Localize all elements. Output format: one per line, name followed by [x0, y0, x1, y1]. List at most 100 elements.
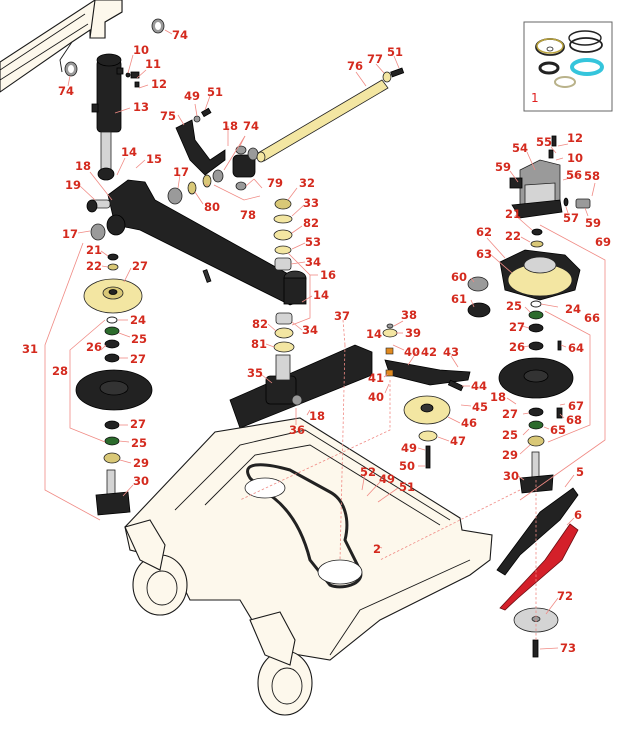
callout-46: 46: [461, 416, 477, 430]
callout-40: 40: [404, 345, 420, 359]
seal-kit-label: 1: [531, 91, 539, 105]
callout-69: 69: [595, 235, 611, 249]
callout-30: 30: [133, 474, 149, 488]
washer-80: [187, 181, 197, 195]
nut-49a: [193, 115, 201, 123]
pivot-block-78: [212, 145, 259, 191]
callout-30: 30: [503, 469, 519, 483]
blade-standard: [496, 487, 579, 576]
left-pulley: [83, 253, 143, 314]
callout-72: 72: [557, 589, 573, 603]
callout-59: 59: [585, 216, 601, 230]
callout-27: 27: [132, 259, 148, 273]
callout-10: 10: [567, 151, 583, 165]
callout-35: 35: [247, 366, 263, 380]
callout-29: 29: [133, 456, 149, 470]
callout-50: 50: [399, 459, 415, 473]
callout-13: 13: [133, 100, 149, 114]
callout-65: 65: [550, 423, 566, 437]
rod-76: [256, 79, 389, 163]
callout-14: 14: [313, 288, 329, 302]
gearbox: [509, 135, 591, 219]
callout-55: 55: [536, 135, 552, 149]
callout-18: 18: [75, 159, 91, 173]
callout-44: 44: [471, 379, 487, 393]
callout-62: 62: [476, 225, 492, 239]
callout-22: 22: [86, 259, 102, 273]
callout-66: 66: [584, 311, 600, 325]
callout-27: 27: [509, 320, 525, 334]
bushing-17b: [167, 187, 183, 205]
bolt-51a: [200, 107, 212, 118]
callout-67: 67: [568, 399, 584, 413]
callout-51: 51: [387, 45, 403, 59]
callout-25: 25: [131, 436, 147, 450]
callout-19: 19: [65, 178, 81, 192]
callout-26: 26: [86, 340, 102, 354]
callout-17: 17: [173, 165, 189, 179]
callout-61: 61: [451, 292, 467, 306]
idler-pulley-assembly: [382, 323, 471, 469]
callout-52: 52: [360, 465, 376, 479]
right-spindle: [498, 300, 574, 494]
callout-26: 26: [509, 340, 525, 354]
callout-25: 25: [131, 332, 147, 346]
callout-15: 15: [146, 152, 162, 166]
callout-73: 73: [560, 641, 576, 655]
callout-10: 10: [133, 43, 149, 57]
callout-38: 38: [401, 308, 417, 322]
callout-25: 25: [502, 428, 518, 442]
callout-11: 11: [145, 57, 161, 71]
callout-12: 12: [567, 131, 583, 145]
callout-64: 64: [568, 341, 584, 355]
callout-60: 60: [451, 270, 467, 284]
mower-deck: [124, 417, 493, 661]
callout-49: 49: [401, 441, 417, 455]
callout-74: 74: [172, 28, 188, 42]
bolt-51b: [390, 67, 405, 78]
callout-51: 51: [399, 480, 415, 494]
callout-41: 41: [368, 371, 384, 385]
callout-81: 81: [251, 337, 267, 351]
caster-wheel-right: [249, 611, 313, 716]
leader-lines: [44, 29, 606, 650]
callout-58: 58: [584, 169, 600, 183]
callout-75: 75: [160, 109, 176, 123]
callout-49: 49: [184, 89, 200, 103]
seal-kit-inset: 1: [523, 21, 613, 112]
callout-24: 24: [565, 302, 581, 316]
frame-weldment: [0, 0, 123, 93]
callout-82: 82: [303, 216, 319, 230]
callout-2: 2: [373, 542, 381, 556]
callout-57: 57: [563, 211, 579, 225]
blade-high-lift: [499, 523, 579, 611]
callout-51: 51: [207, 85, 223, 99]
callout-33: 33: [303, 196, 319, 210]
callout-36: 36: [289, 423, 305, 437]
bracket-75: [175, 119, 226, 176]
callout-40: 40: [368, 390, 384, 404]
washer-80b: [202, 174, 212, 188]
callout-77: 77: [367, 52, 383, 66]
bushing-17: [90, 223, 106, 241]
callout-74: 74: [58, 84, 74, 98]
callout-43: 43: [443, 345, 459, 359]
callout-34: 34: [305, 255, 321, 269]
callout-22: 22: [505, 229, 521, 243]
cooling-fan: [467, 276, 491, 318]
callout-56: 56: [566, 168, 582, 182]
callout-37: 37: [334, 309, 350, 323]
left-spindle-housing: [75, 369, 153, 516]
callout-59: 59: [495, 160, 511, 174]
callout-5: 5: [576, 465, 584, 479]
callout-27: 27: [502, 407, 518, 421]
callout-74: 74: [243, 119, 259, 133]
lift-arm: [106, 179, 307, 306]
gearbox-pulley: [499, 228, 581, 301]
idler-arm-assembly: [229, 344, 373, 429]
callout-16: 16: [320, 268, 336, 282]
callout-25: 25: [506, 299, 522, 313]
callout-29: 29: [502, 448, 518, 462]
fitting-10-11-12: [125, 71, 140, 88]
